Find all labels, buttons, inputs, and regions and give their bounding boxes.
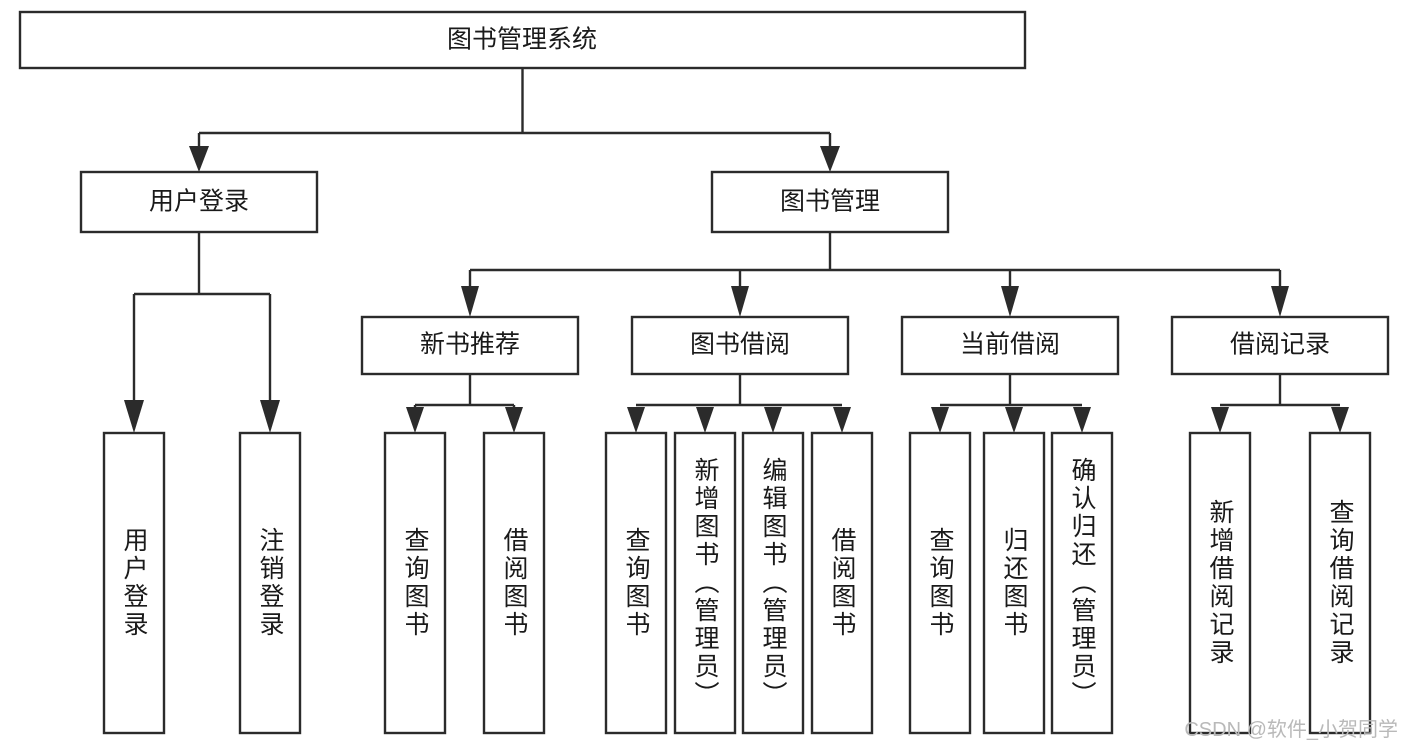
node-new-book-recommend-label: 新书推荐 — [420, 331, 520, 359]
arrowhead-current-leaf2 — [1005, 407, 1023, 433]
arrowhead-l3-1 — [461, 286, 479, 317]
leaf-logout[interactable]: 注销登录 — [238, 431, 302, 735]
leaf-logout-label: 注销登录 — [256, 527, 285, 639]
leaf-query-book-recommend[interactable]: 查询图书 — [383, 431, 447, 735]
leaf-query-book-borrow-box[interactable] — [604, 431, 668, 735]
connector-layer — [124, 68, 1349, 433]
node-root-label: 图书管理系统 — [447, 26, 597, 54]
leaf-user-login-label: 用户登录 — [120, 527, 149, 639]
arrowhead-root-to-user — [189, 146, 209, 172]
leaf-query-book-borrow[interactable]: 查询图书 — [604, 431, 668, 735]
node-current-borrow-label: 当前借阅 — [960, 331, 1060, 359]
leaf-borrow-book-recommend-label: 借阅图书 — [500, 527, 529, 639]
leaf-borrow-book-label: 借阅图书 — [828, 527, 857, 639]
leaf-query-book-current-box[interactable] — [908, 431, 972, 735]
node-user-login-box[interactable] — [79, 170, 319, 234]
leaf-confirm-return-admin-label: 确认归还（管理员） — [1068, 457, 1097, 709]
node-new-book-recommend-box[interactable] — [360, 315, 580, 376]
leaf-user-login-box[interactable] — [102, 431, 166, 735]
leaf-query-borrow-record-label: 查询借阅记录 — [1326, 499, 1355, 667]
leaf-query-borrow-record[interactable]: 查询借阅记录 — [1308, 431, 1372, 735]
arrowhead-borrow-leaf3 — [764, 407, 782, 433]
node-root-box[interactable] — [18, 10, 1027, 70]
node-book-management-label: 图书管理 — [780, 188, 880, 216]
leaf-borrow-book-recommend-box[interactable] — [482, 431, 546, 735]
leaf-confirm-return-admin[interactable]: 确认归还（管理员） — [1050, 431, 1114, 735]
arrowhead-root-to-book — [820, 146, 840, 172]
leaf-query-book-recommend-label: 查询图书 — [401, 527, 430, 639]
leaf-query-book-current[interactable]: 查询图书 — [908, 431, 972, 735]
arrowhead-record-leaf1 — [1211, 407, 1229, 433]
arrowhead-l3-2 — [731, 286, 749, 317]
arrowhead-current-leaf3 — [1073, 407, 1091, 433]
leaf-edit-book-admin-label: 编辑图书（管理员） — [759, 457, 788, 709]
arrowhead-user-leaf1 — [124, 400, 144, 433]
leaf-return-book-label: 归还图书 — [1000, 527, 1029, 639]
node-user-login[interactable]: 用户登录 — [79, 170, 319, 234]
leaf-add-borrow-record[interactable]: 新增借阅记录 — [1188, 431, 1252, 735]
node-borrow-record[interactable]: 借阅记录 — [1170, 315, 1390, 376]
leaf-add-book-admin-box[interactable] — [673, 431, 737, 735]
arrowhead-borrow-leaf4 — [833, 407, 851, 433]
leaf-user-login[interactable]: 用户登录 — [102, 431, 166, 735]
node-book-borrow[interactable]: 图书借阅 — [630, 315, 850, 376]
node-borrow-record-label: 借阅记录 — [1230, 331, 1330, 359]
node-book-borrow-box[interactable] — [630, 315, 850, 376]
leaf-query-book-current-label: 查询图书 — [926, 527, 955, 639]
leaf-add-book-admin-label: 新增图书（管理员） — [691, 457, 720, 709]
leaf-confirm-return-admin-box[interactable] — [1050, 431, 1114, 735]
leaf-edit-book-admin[interactable]: 编辑图书（管理员） — [741, 431, 805, 735]
leaf-add-book-admin[interactable]: 新增图书（管理员） — [673, 431, 737, 735]
arrowhead-newbook-leaf2 — [505, 407, 523, 433]
node-borrow-record-box[interactable] — [1170, 315, 1390, 376]
arrowhead-borrow-leaf2 — [696, 407, 714, 433]
arrowhead-newbook-leaf1 — [406, 407, 424, 433]
arrowhead-record-leaf2 — [1331, 407, 1349, 433]
node-current-borrow-box[interactable] — [900, 315, 1120, 376]
node-book-management[interactable]: 图书管理 — [710, 170, 950, 234]
leaf-borrow-book-box[interactable] — [810, 431, 874, 735]
leaf-query-book-recommend-box[interactable] — [383, 431, 447, 735]
node-new-book-recommend[interactable]: 新书推荐 — [360, 315, 580, 376]
arrowhead-l3-3 — [1001, 286, 1019, 317]
leaf-return-book-box[interactable] — [982, 431, 1046, 735]
arrowhead-l3-4 — [1271, 286, 1289, 317]
leaf-return-book[interactable]: 归还图书 — [982, 431, 1046, 735]
leaf-edit-book-admin-box[interactable] — [741, 431, 805, 735]
arrowhead-current-leaf1 — [931, 407, 949, 433]
leaf-borrow-book-recommend[interactable]: 借阅图书 — [482, 431, 546, 735]
node-current-borrow[interactable]: 当前借阅 — [900, 315, 1120, 376]
leaf-borrow-book[interactable]: 借阅图书 — [810, 431, 874, 735]
leaf-query-book-borrow-label: 查询图书 — [622, 527, 651, 639]
arrowhead-borrow-leaf1 — [627, 407, 645, 433]
leaf-logout-box[interactable] — [238, 431, 302, 735]
arrowhead-user-leaf2 — [260, 400, 280, 433]
node-user-login-label: 用户登录 — [149, 188, 249, 216]
node-root[interactable]: 图书管理系统 — [18, 10, 1027, 70]
leaf-add-borrow-record-box[interactable] — [1188, 431, 1252, 735]
node-book-management-box[interactable] — [710, 170, 950, 234]
leaf-query-borrow-record-box[interactable] — [1308, 431, 1372, 735]
leaf-add-borrow-record-label: 新增借阅记录 — [1206, 499, 1235, 667]
csdn-watermark: CSDN @软件_小贺同学 — [1184, 718, 1398, 741]
node-book-borrow-label: 图书借阅 — [690, 331, 790, 359]
